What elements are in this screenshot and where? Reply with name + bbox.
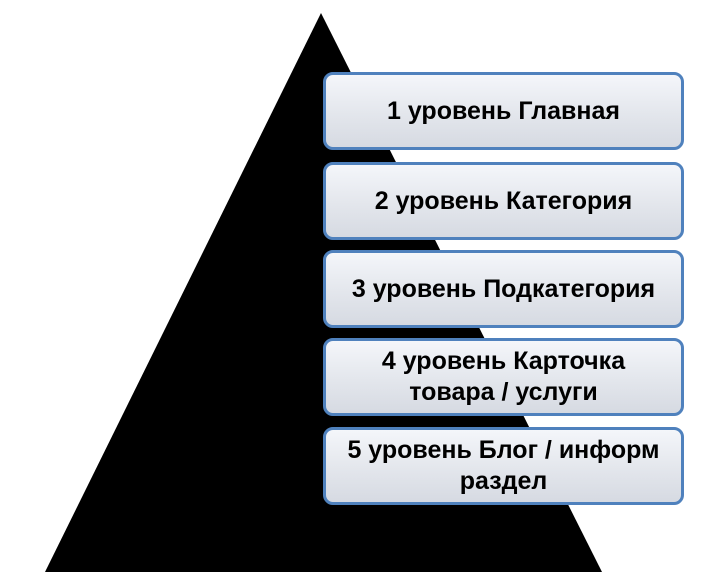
pyramid-level-3-label: 3 уровень Подкатегория bbox=[351, 274, 656, 303]
pyramid-level-2-label: 2 уровень Категория bbox=[374, 186, 633, 215]
pyramid-level-2: 2 уровень Категория bbox=[323, 162, 684, 240]
pyramid-level-5-label: 5 уровень Блог / информ раздел bbox=[347, 436, 660, 495]
pyramid-level-5: 5 уровень Блог / информ раздел bbox=[323, 427, 684, 505]
pyramid-level-1: 1 уровень Главная bbox=[323, 72, 684, 150]
pyramid-level-1-label: 1 уровень Главная bbox=[387, 96, 620, 125]
pyramid-level-4: 4 уровень Карточка товара / услуги bbox=[323, 338, 684, 416]
pyramid-level-3: 3 уровень Подкатегория bbox=[323, 250, 684, 328]
pyramid-level-4-label: 4 уровень Карточка товара / услуги bbox=[381, 347, 626, 406]
